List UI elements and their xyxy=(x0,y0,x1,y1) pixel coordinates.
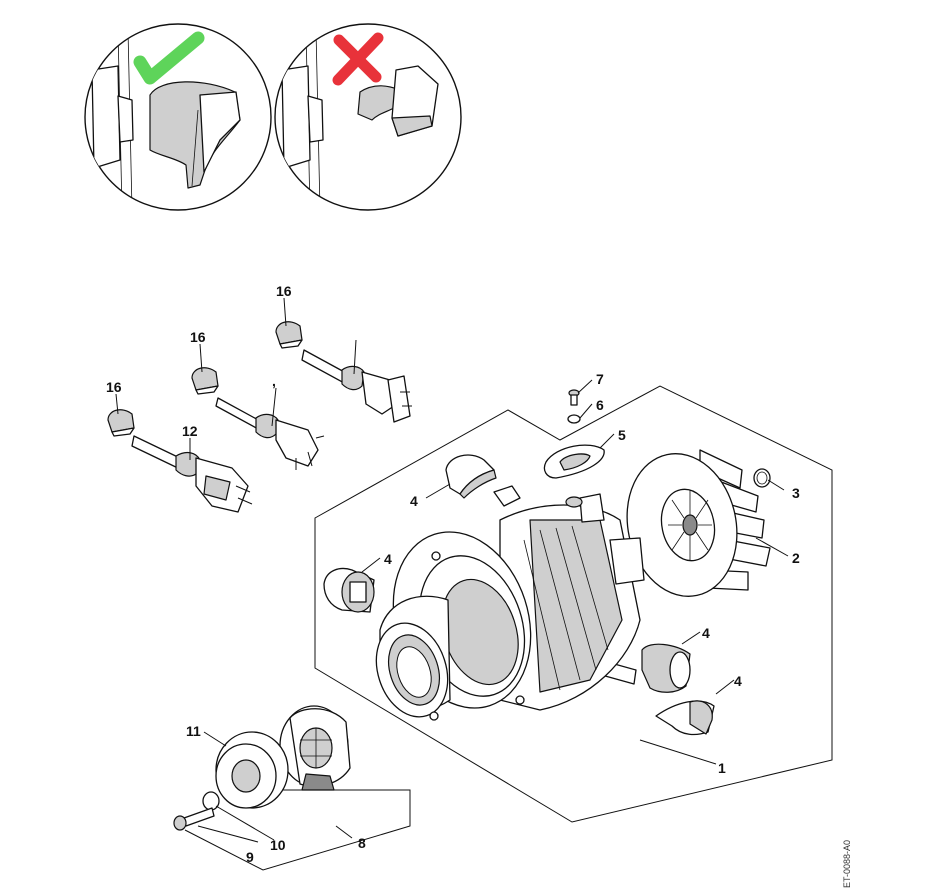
callout-16-a: 16 xyxy=(106,379,122,395)
drawing-code: ET-0088-A0 xyxy=(842,840,852,888)
fan-2 xyxy=(626,449,771,597)
cap-16-b xyxy=(191,367,219,395)
bushing-4-right-upper xyxy=(641,643,691,693)
bushing-4-left xyxy=(323,567,375,613)
callout-16-b: 16 xyxy=(190,329,206,345)
callout-1: 1 xyxy=(718,760,726,776)
callout-4-top: 4 xyxy=(410,493,418,509)
gasket-5 xyxy=(543,444,605,479)
sleeve-4-top xyxy=(445,454,497,499)
detail-view-correct xyxy=(84,23,272,211)
callout-12: 12 xyxy=(182,423,198,439)
callout-3: 3 xyxy=(792,485,800,501)
washer-10 xyxy=(202,791,220,811)
cover-8 xyxy=(279,705,351,791)
callout-10: 10 xyxy=(270,837,286,853)
callout-4-right-lower: 4 xyxy=(734,673,742,689)
assembly-boundary-8 xyxy=(184,789,411,871)
callout-4-right-upper: 4 xyxy=(702,625,710,641)
cross-icon xyxy=(332,32,384,86)
checkmark-icon xyxy=(133,31,205,85)
callout-6: 6 xyxy=(596,397,604,413)
assembly-boundary-1 xyxy=(314,385,833,823)
sleeve-4-right-lower xyxy=(655,700,715,736)
callout-11: 11 xyxy=(186,723,201,739)
detail-view-incorrect xyxy=(274,23,462,211)
power-cord-16-upper xyxy=(301,349,412,423)
cap-16-c xyxy=(275,321,303,349)
washer-6 xyxy=(567,414,581,424)
callout-8: 8 xyxy=(358,835,366,851)
callout-2: 2 xyxy=(792,550,800,566)
screw-7 xyxy=(568,389,580,406)
cap-16-a xyxy=(107,409,135,437)
callout-7: 7 xyxy=(596,371,604,387)
seal-ring-11 xyxy=(215,731,289,809)
circlip-3 xyxy=(753,468,771,488)
power-cord-comma xyxy=(215,397,325,470)
power-cord-12 xyxy=(131,435,253,513)
callout-9: 9 xyxy=(246,849,254,865)
callout-labels: 16 16 16 12 , 7 6 5 4 4 4 4 3 2 1 11 10 … xyxy=(106,283,800,865)
callout-16-c: 16 xyxy=(276,283,292,299)
screw-9 xyxy=(173,807,215,831)
callout-4-left: 4 xyxy=(384,551,392,567)
callout-5: 5 xyxy=(618,427,626,443)
callout-comma: , xyxy=(272,373,276,389)
leader-lines xyxy=(115,297,789,843)
motor-housing-1 xyxy=(375,485,645,721)
